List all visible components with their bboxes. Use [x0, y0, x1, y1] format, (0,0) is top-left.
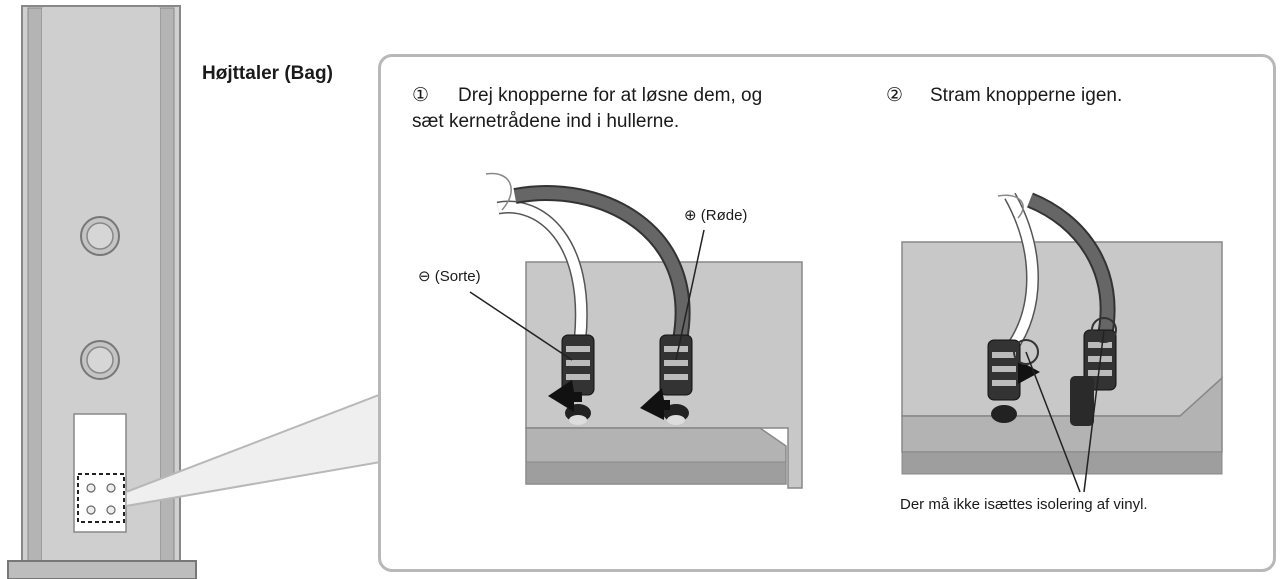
label-positive: ⊕ (Røde): [684, 207, 748, 224]
leader-warning-1: [1025, 351, 1081, 493]
leader-warning-2: [1083, 329, 1105, 493]
port-top: [80, 216, 120, 256]
step-1-line-1: Drej knopperne for at løsne dem, og: [458, 85, 763, 106]
label-warning: Der må ikke isættes isolering af vinyl.: [900, 496, 1148, 513]
terminal-positive-left: [640, 334, 693, 425]
step-1-line-2: sæt kernetrådene ind i hullerne.: [412, 111, 680, 132]
leader-negative: [469, 291, 573, 361]
step-2-line-1: Stram knopperne igen.: [930, 85, 1123, 106]
step-1-marker: ①: [412, 85, 430, 106]
label-negative: ⊖ (Sorte): [418, 268, 481, 285]
speaker-base: [7, 560, 197, 579]
terminal-dots: [86, 483, 116, 515]
leader-positive: [675, 229, 705, 361]
port-bottom: [80, 340, 120, 380]
step-2-marker: ②: [886, 85, 904, 106]
terminal-highlight: [77, 473, 125, 523]
terminal-negative-left: [548, 334, 595, 425]
terminal-negative-right: [987, 339, 1040, 423]
speaker-column: [21, 5, 181, 562]
board-right: [901, 241, 1223, 475]
page-title: Højttaler (Bag): [202, 63, 333, 84]
